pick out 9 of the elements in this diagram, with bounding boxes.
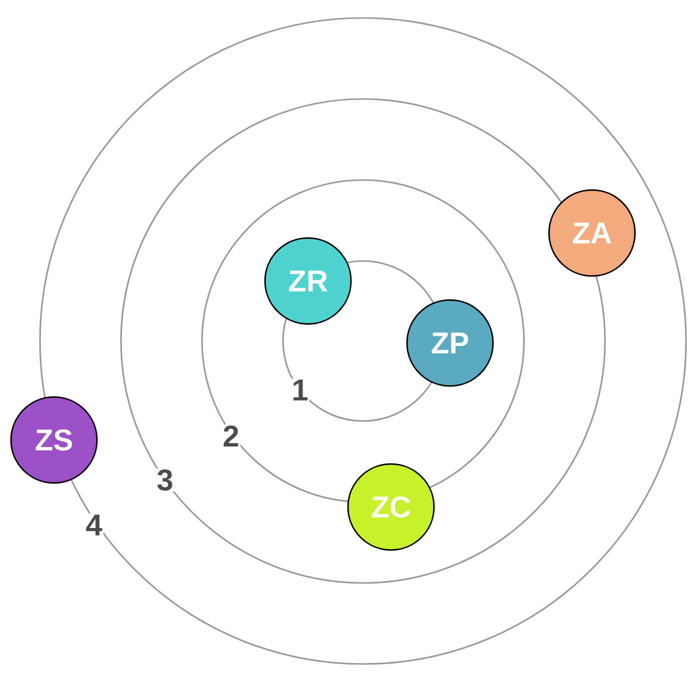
ball: ZP (406, 299, 494, 387)
ring-number: 4 (84, 514, 104, 536)
ball: ZS (10, 396, 98, 484)
ring-number: 2 (222, 424, 240, 448)
ball: ZA (548, 189, 636, 277)
ring-number: 3 (156, 468, 174, 492)
ball: ZR (264, 237, 352, 325)
ring-number: 1 (290, 378, 310, 402)
ball: ZC (347, 463, 435, 551)
